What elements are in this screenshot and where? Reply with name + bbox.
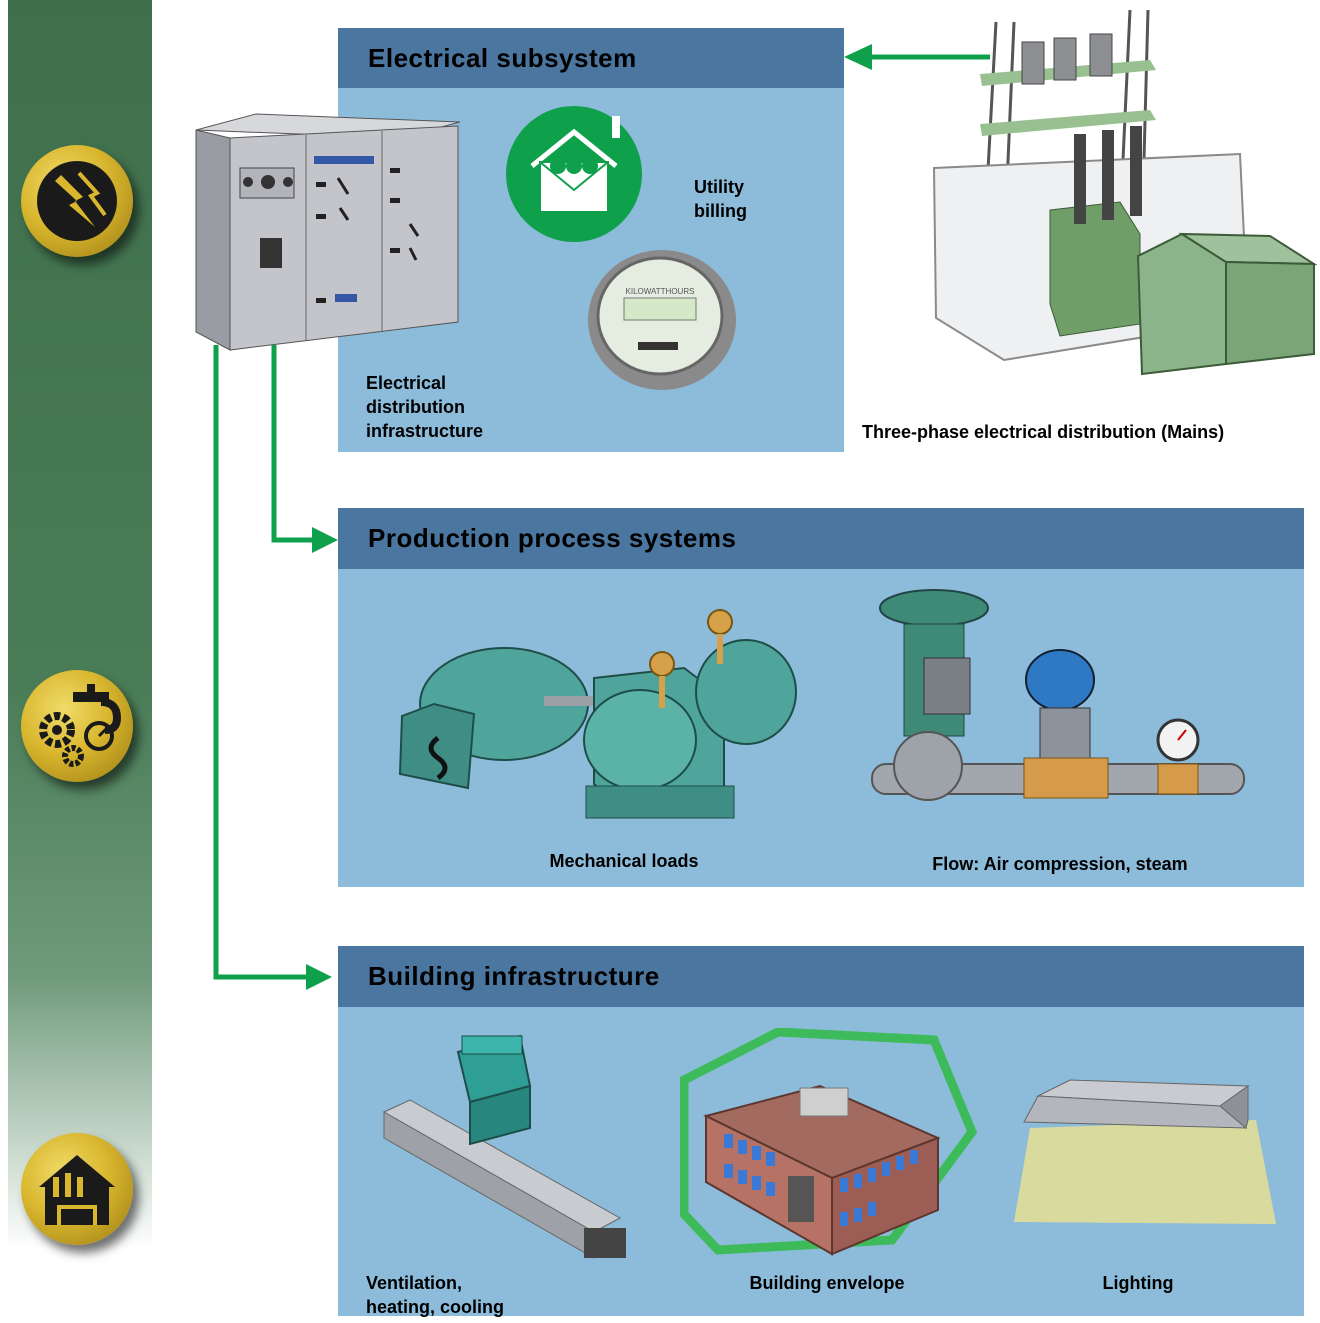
electric-bolt-icon xyxy=(21,145,133,257)
mains-label: Three-phase electrical distribution (Mai… xyxy=(862,422,1225,442)
envelope-label: Building envelope xyxy=(749,1273,905,1293)
building-envelope-illustration xyxy=(680,1028,978,1256)
arrow-to-production xyxy=(312,527,338,553)
utility-billing-label-line1: Utility xyxy=(694,177,745,197)
motor-pump-illustration xyxy=(398,609,797,819)
utility-billing-label-line2: billing xyxy=(694,201,747,221)
flow-valve-transmitter-illustration xyxy=(871,589,1245,801)
distribution-infra-label-line1: Electrical xyxy=(366,373,447,393)
arrow-to-building xyxy=(306,964,332,990)
kilowatt-hour-meter-illustration: KILOWATTHOURS xyxy=(588,250,736,390)
process-gears-icon xyxy=(21,670,133,782)
utility-bill-envelope-icon xyxy=(506,106,642,242)
switchgear-cabinet-illustration xyxy=(195,113,461,351)
factory-building-icon xyxy=(21,1133,133,1245)
substation-mains-illustration xyxy=(932,9,1318,376)
motor-logo-icon xyxy=(428,735,448,781)
distribution-infra-label-line2: distribution xyxy=(366,397,465,417)
hvac-duct-illustration xyxy=(382,1034,626,1259)
building-infrastructure-title: Building infrastructure xyxy=(338,946,1304,1007)
electrical-subsystem-title: Electrical subsystem xyxy=(338,28,844,88)
lighting-label: Lighting xyxy=(1102,1273,1174,1293)
flow-label: Flow: Air compression, steam xyxy=(932,854,1188,874)
meter-kilowatthours-text: KILOWATTHOURS xyxy=(626,287,695,296)
mechanical-loads-label: Mechanical loads xyxy=(549,851,699,871)
distribution-infra-label-line3: infrastructure xyxy=(366,421,484,441)
hvac-label-line2: heating, cooling xyxy=(366,1297,504,1317)
lighting-fixture-illustration xyxy=(1014,1079,1276,1224)
hvac-label-line1: Ventilation, xyxy=(366,1273,463,1293)
production-process-title: Production process systems xyxy=(338,508,1304,569)
arrow-to-electrical xyxy=(844,44,872,70)
